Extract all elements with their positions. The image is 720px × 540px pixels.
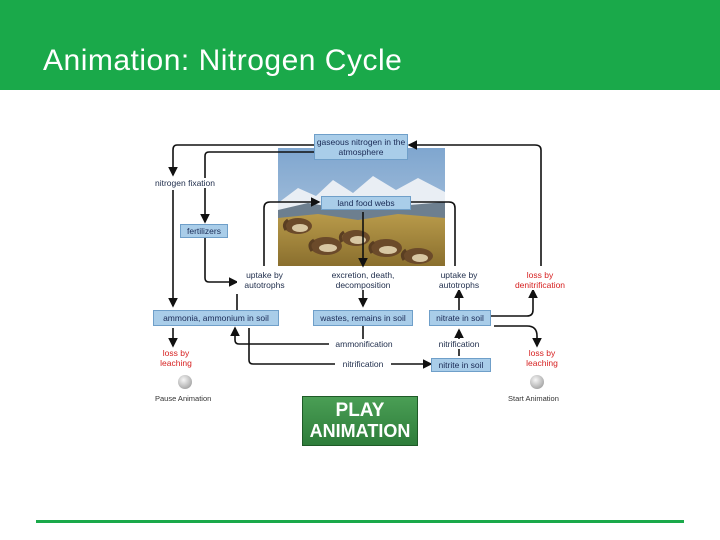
nitrite-box: nitrite in soil — [431, 358, 491, 372]
nitrogen-fixation-label: nitrogen fixation — [155, 178, 235, 188]
nitrogen-cycle-diagram: gaseous nitrogen in the atmosphere nitro… — [149, 130, 571, 410]
ammonia-box: ammonia, ammonium in soil — [153, 310, 279, 326]
nitrification-right-label: nitrification — [431, 339, 487, 349]
ammonification-label: ammonification — [329, 339, 399, 349]
fertilizers-box: fertilizers — [180, 224, 228, 238]
play-label: PLAY — [335, 400, 385, 421]
leaching-left-label: loss by leaching — [151, 348, 201, 368]
uptake-right-label: uptake by autotrophs — [432, 270, 486, 290]
gaseous-nitrogen-box: gaseous nitrogen in the atmosphere — [314, 134, 408, 160]
slide-title: Animation: Nitrogen Cycle — [43, 44, 403, 77]
animation-label: ANIMATION — [309, 421, 411, 441]
play-animation-button[interactable]: PLAY ANIMATION — [302, 396, 418, 446]
footer-divider — [36, 520, 684, 523]
pause-animation-label: Pause Animation — [155, 394, 212, 403]
start-animation-button[interactable] — [530, 375, 544, 389]
leaching-right-label: loss by leaching — [517, 348, 567, 368]
excretion-label: excretion, death, decomposition — [321, 270, 405, 290]
pause-animation-button[interactable] — [178, 375, 192, 389]
nitrate-box: nitrate in soil — [429, 310, 491, 326]
wastes-box: wastes, remains in soil — [313, 310, 413, 326]
denitrification-label: loss by denitrification — [511, 270, 569, 290]
cycle-arrows — [168, 140, 542, 369]
slide-header: Animation: Nitrogen Cycle — [0, 0, 720, 90]
uptake-left-label: uptake by autotrophs — [237, 270, 292, 290]
nitrification-bottom-label: nitrification — [335, 359, 391, 369]
start-animation-label: Start Animation — [508, 394, 559, 403]
land-food-webs-box: land food webs — [321, 196, 411, 210]
